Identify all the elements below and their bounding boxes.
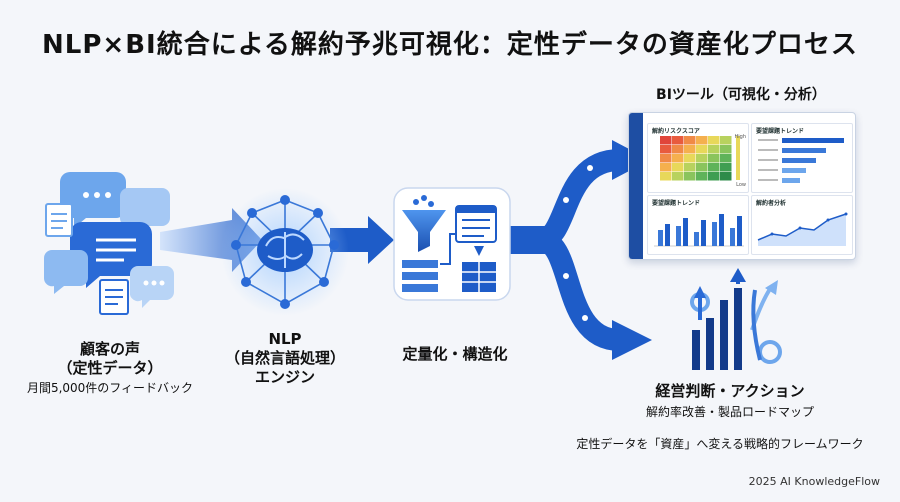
stage1-subtitle: （定性データ） xyxy=(57,359,163,377)
heatmap-cell xyxy=(672,136,684,145)
card-title: 解約リスクスコア xyxy=(652,128,700,135)
hbar-chart xyxy=(758,138,844,183)
stage2-engine: エンジン xyxy=(254,368,315,386)
heatmap-cell xyxy=(672,163,684,172)
card-title: 要望課題トレンド xyxy=(652,200,701,207)
stage2-title: NLP xyxy=(268,330,302,348)
heatmap-cell xyxy=(660,154,672,163)
heatmap-cell xyxy=(708,163,720,172)
stage2-subtitle: （自然言語処理） xyxy=(224,349,345,367)
bi-dashboard: 解約リスクスコア High Low 要望課題トレンド 要望課題トレンド 解約者分… xyxy=(628,112,856,260)
trend-vbar-card: 要望課題トレンド xyxy=(647,195,749,255)
footer-credit: 2025 AI KnowledgeFlow xyxy=(748,475,880,488)
action-growth-icon xyxy=(690,268,782,370)
heatmap-cell xyxy=(696,163,708,172)
heatmap-cell xyxy=(696,154,708,163)
heatmap-cell xyxy=(684,172,696,181)
heatmap xyxy=(660,136,740,181)
heatmap-cell xyxy=(708,145,720,154)
dashboard-sidebar xyxy=(629,113,643,259)
heatmap-cell xyxy=(660,163,672,172)
heat-low-label: Low xyxy=(736,182,746,188)
heatmap-cell xyxy=(672,154,684,163)
trend-hbar-card: 要望課題トレンド xyxy=(751,123,853,193)
line-chart xyxy=(757,212,848,246)
heatmap-cell xyxy=(672,145,684,154)
page-title: NLP×BI統合による解約予兆可視化：定性データの資産化プロセス xyxy=(42,30,858,60)
heatmap-cell xyxy=(684,163,696,172)
heat-high-label: High xyxy=(734,134,747,140)
heatmap-cell xyxy=(684,136,696,145)
heatmap-cell xyxy=(696,136,708,145)
stage-nlp-engine: NLP （自然言語処理） エンジン xyxy=(205,330,365,387)
split-arrow-lower xyxy=(537,229,652,360)
nlp-brain-icon xyxy=(221,188,349,316)
heatmap-cell xyxy=(708,154,720,163)
heatmap-cell xyxy=(672,172,684,181)
heatmap-cell xyxy=(696,145,708,154)
heatmap-cell xyxy=(708,172,720,181)
card-title: 要望課題トレンド xyxy=(756,128,805,135)
structuring-icon xyxy=(393,187,511,301)
heatmap-cell xyxy=(660,136,672,145)
heatmap-cell xyxy=(660,145,672,154)
stage-customer-voice: 顧客の声 （定性データ） xyxy=(20,340,200,378)
stage-structuring: 定量化・構造化 xyxy=(402,345,508,363)
card-title: 解約者分析 xyxy=(756,200,787,207)
heatmap-legend-bar xyxy=(736,136,740,180)
heatmap-cell xyxy=(684,154,696,163)
action-detail: 解約率改善・製品ロードマップ xyxy=(645,405,814,419)
heatmap-cell xyxy=(696,172,708,181)
customer-voice-icon xyxy=(43,172,174,315)
churn-risk-heatmap-card: 解約リスクスコア High Low xyxy=(647,123,749,193)
bi-tool-title: BIツール（可視化・分析） xyxy=(656,87,826,103)
stage1-detail: 月間5,000件のフィードバック xyxy=(26,381,194,395)
vbar-chart xyxy=(654,214,744,247)
action-title: 経営判断・アクション xyxy=(655,382,805,400)
heatmap-cell xyxy=(720,154,732,163)
churn-analysis-line-card: 解約者分析 xyxy=(751,195,853,255)
heatmap-cell xyxy=(720,136,732,145)
heatmap-cell xyxy=(708,136,720,145)
heatmap-cell xyxy=(684,145,696,154)
heatmap-cell xyxy=(720,163,732,172)
heatmap-cell xyxy=(660,172,672,181)
tagline: 定性データを「資産」へ変える戦略的フレームワーク xyxy=(576,437,864,451)
heatmap-cell xyxy=(720,172,732,181)
heatmap-cell xyxy=(720,145,732,154)
stage1-title: 顧客の声 xyxy=(79,340,140,358)
